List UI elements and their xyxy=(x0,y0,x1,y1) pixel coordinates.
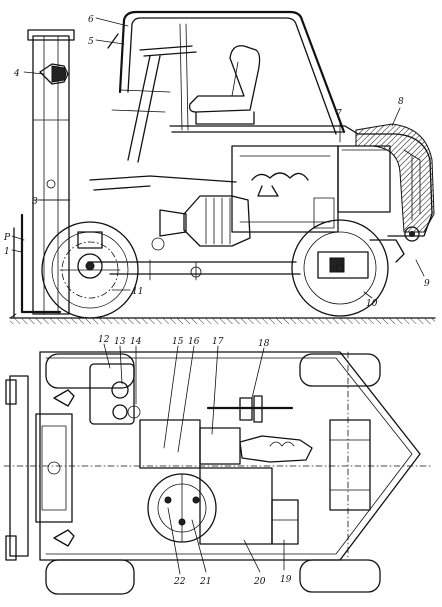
seat xyxy=(188,45,261,125)
transmission xyxy=(159,195,251,247)
steering-column xyxy=(111,45,197,163)
rear-wheel xyxy=(291,219,420,317)
callout-p: P xyxy=(3,233,11,243)
callout-3: 3 xyxy=(32,197,38,207)
plan-view: 12 13 14 15 16 17 18 22 21 20 19 xyxy=(3,335,433,595)
side-view: 6 5 4 7 8 3 P 1 11 10 9 xyxy=(3,10,436,324)
callout-1: 1 xyxy=(4,247,10,257)
callout-16: 16 xyxy=(188,337,200,347)
callout-5: 5 xyxy=(88,37,94,47)
side-leader-lines xyxy=(11,17,425,299)
plan-rear-wheels xyxy=(299,353,381,593)
callout-8: 8 xyxy=(398,97,404,107)
mast xyxy=(27,29,75,315)
callout-21: 21 xyxy=(199,577,211,587)
callout-7: 7 xyxy=(336,109,342,119)
callout-22: 22 xyxy=(173,577,186,587)
ground-hatch xyxy=(10,318,435,324)
callout-9: 9 xyxy=(424,279,430,289)
callout-11: 11 xyxy=(132,287,143,297)
plan-drive xyxy=(139,419,313,545)
callout-18: 18 xyxy=(258,339,270,349)
callout-17: 17 xyxy=(212,337,224,347)
head-lamp xyxy=(39,63,69,85)
callout-12: 12 xyxy=(98,335,110,345)
callout-4: 4 xyxy=(13,69,20,79)
callout-19: 19 xyxy=(280,575,292,585)
callout-15: 15 xyxy=(172,337,184,347)
plan-mast xyxy=(5,375,73,561)
callout-20: 20 xyxy=(253,577,266,587)
forks xyxy=(9,213,62,319)
plan-pulley xyxy=(147,473,217,543)
callout-14: 14 xyxy=(130,337,142,347)
plan-outline xyxy=(39,351,421,561)
overhead-guard xyxy=(107,10,346,135)
plan-tank xyxy=(89,363,141,425)
plan-leader-lines xyxy=(103,343,285,575)
counterweight xyxy=(355,123,435,233)
engine xyxy=(231,145,339,233)
callout-13: 13 xyxy=(114,337,126,347)
chassis xyxy=(87,175,301,281)
callout-10: 10 xyxy=(366,299,378,309)
front-wheel xyxy=(41,221,139,319)
callout-6: 6 xyxy=(88,15,94,25)
